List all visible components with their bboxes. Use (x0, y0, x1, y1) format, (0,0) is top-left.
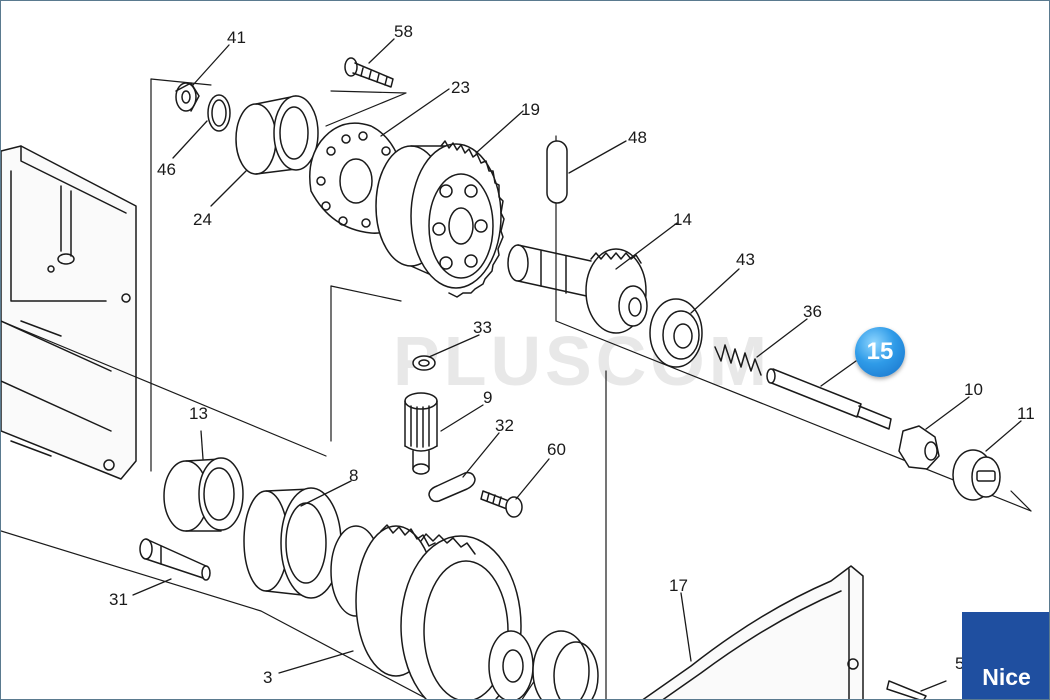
callout-11: 11 (1017, 404, 1035, 423)
watermark: PLUSCOM (393, 322, 771, 400)
part-31-pin (139, 538, 211, 581)
part-24-ring (235, 95, 319, 175)
part-46-circlip (207, 94, 231, 132)
callout-19: 19 (521, 100, 540, 119)
callout-3: 3 (263, 668, 273, 687)
callout-8: 8 (349, 466, 359, 485)
part-13-ring (163, 457, 244, 532)
callout-36: 36 (803, 302, 822, 321)
callout-5: 5 (955, 654, 965, 673)
callout-58: 58 (394, 22, 413, 41)
leader-lines (132, 38, 1022, 692)
callout-48: 48 (628, 128, 647, 147)
part-36-spring (714, 344, 762, 376)
callout-43: 43 (736, 250, 755, 269)
callout-41: 41 (227, 28, 246, 47)
selected-part-badge[interactable]: 15 (855, 327, 905, 377)
callout-60: 60 (547, 440, 566, 459)
part-58-screw (344, 57, 394, 88)
brand-logo: Nice (962, 612, 1049, 699)
part-48-key (546, 140, 568, 204)
housing (1, 145, 137, 480)
part-33-washer (412, 355, 436, 371)
callout-13: 13 (189, 404, 208, 423)
callout-31: 31 (109, 590, 128, 609)
callout-24: 24 (193, 210, 212, 229)
part-32-key (428, 471, 476, 503)
callout-9: 9 (483, 388, 493, 407)
part-14-shaft (507, 244, 648, 334)
part-8-flange (243, 487, 342, 599)
part-10-nut (898, 425, 940, 470)
callout-17: 17 (669, 576, 688, 595)
callout-46: 46 (157, 160, 176, 179)
part-3-gear (330, 524, 534, 699)
part-11-cap (952, 449, 1001, 501)
part-bottom-ring (532, 630, 599, 699)
part-19-gear (375, 140, 505, 298)
part-15-pin (766, 368, 892, 430)
callout-33: 33 (473, 318, 492, 337)
part-41-bushing (175, 82, 200, 112)
part-9-pinion (404, 392, 438, 475)
part-5-screw (886, 680, 927, 699)
part-60-screw (480, 490, 523, 518)
part-43-bearing (649, 298, 703, 368)
callout-10: 10 (964, 380, 983, 399)
part-17-cover (642, 565, 864, 699)
callout-32: 32 (495, 416, 514, 435)
callout-23: 23 (451, 78, 470, 97)
callout-14: 14 (673, 210, 692, 229)
